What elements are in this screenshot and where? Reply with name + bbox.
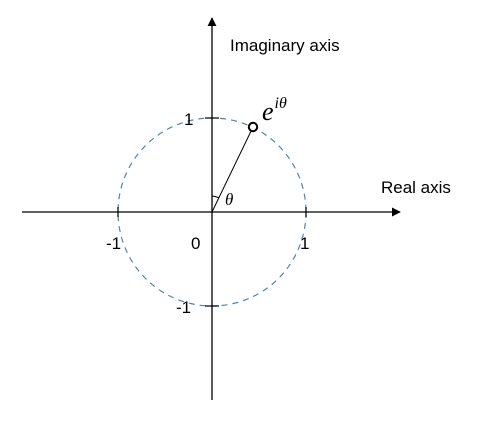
angle-arc xyxy=(211,195,220,199)
origin-label: 0 xyxy=(191,234,200,253)
tick-label-y-pos: 1 xyxy=(184,110,193,129)
point-label-base: e xyxy=(262,97,274,126)
point-marker xyxy=(247,121,259,133)
tick-label-y-neg: -1 xyxy=(176,298,191,317)
angle-label: θ xyxy=(225,190,233,209)
point-label-exponent: iθ xyxy=(275,95,287,112)
y-axis-label: Imaginary axis xyxy=(230,36,340,55)
tick-label-x-pos: 1 xyxy=(300,234,309,253)
point-label: eiθ xyxy=(262,95,287,126)
x-axis-label: Real axis xyxy=(381,178,451,197)
tick-label-x-neg: -1 xyxy=(106,234,121,253)
